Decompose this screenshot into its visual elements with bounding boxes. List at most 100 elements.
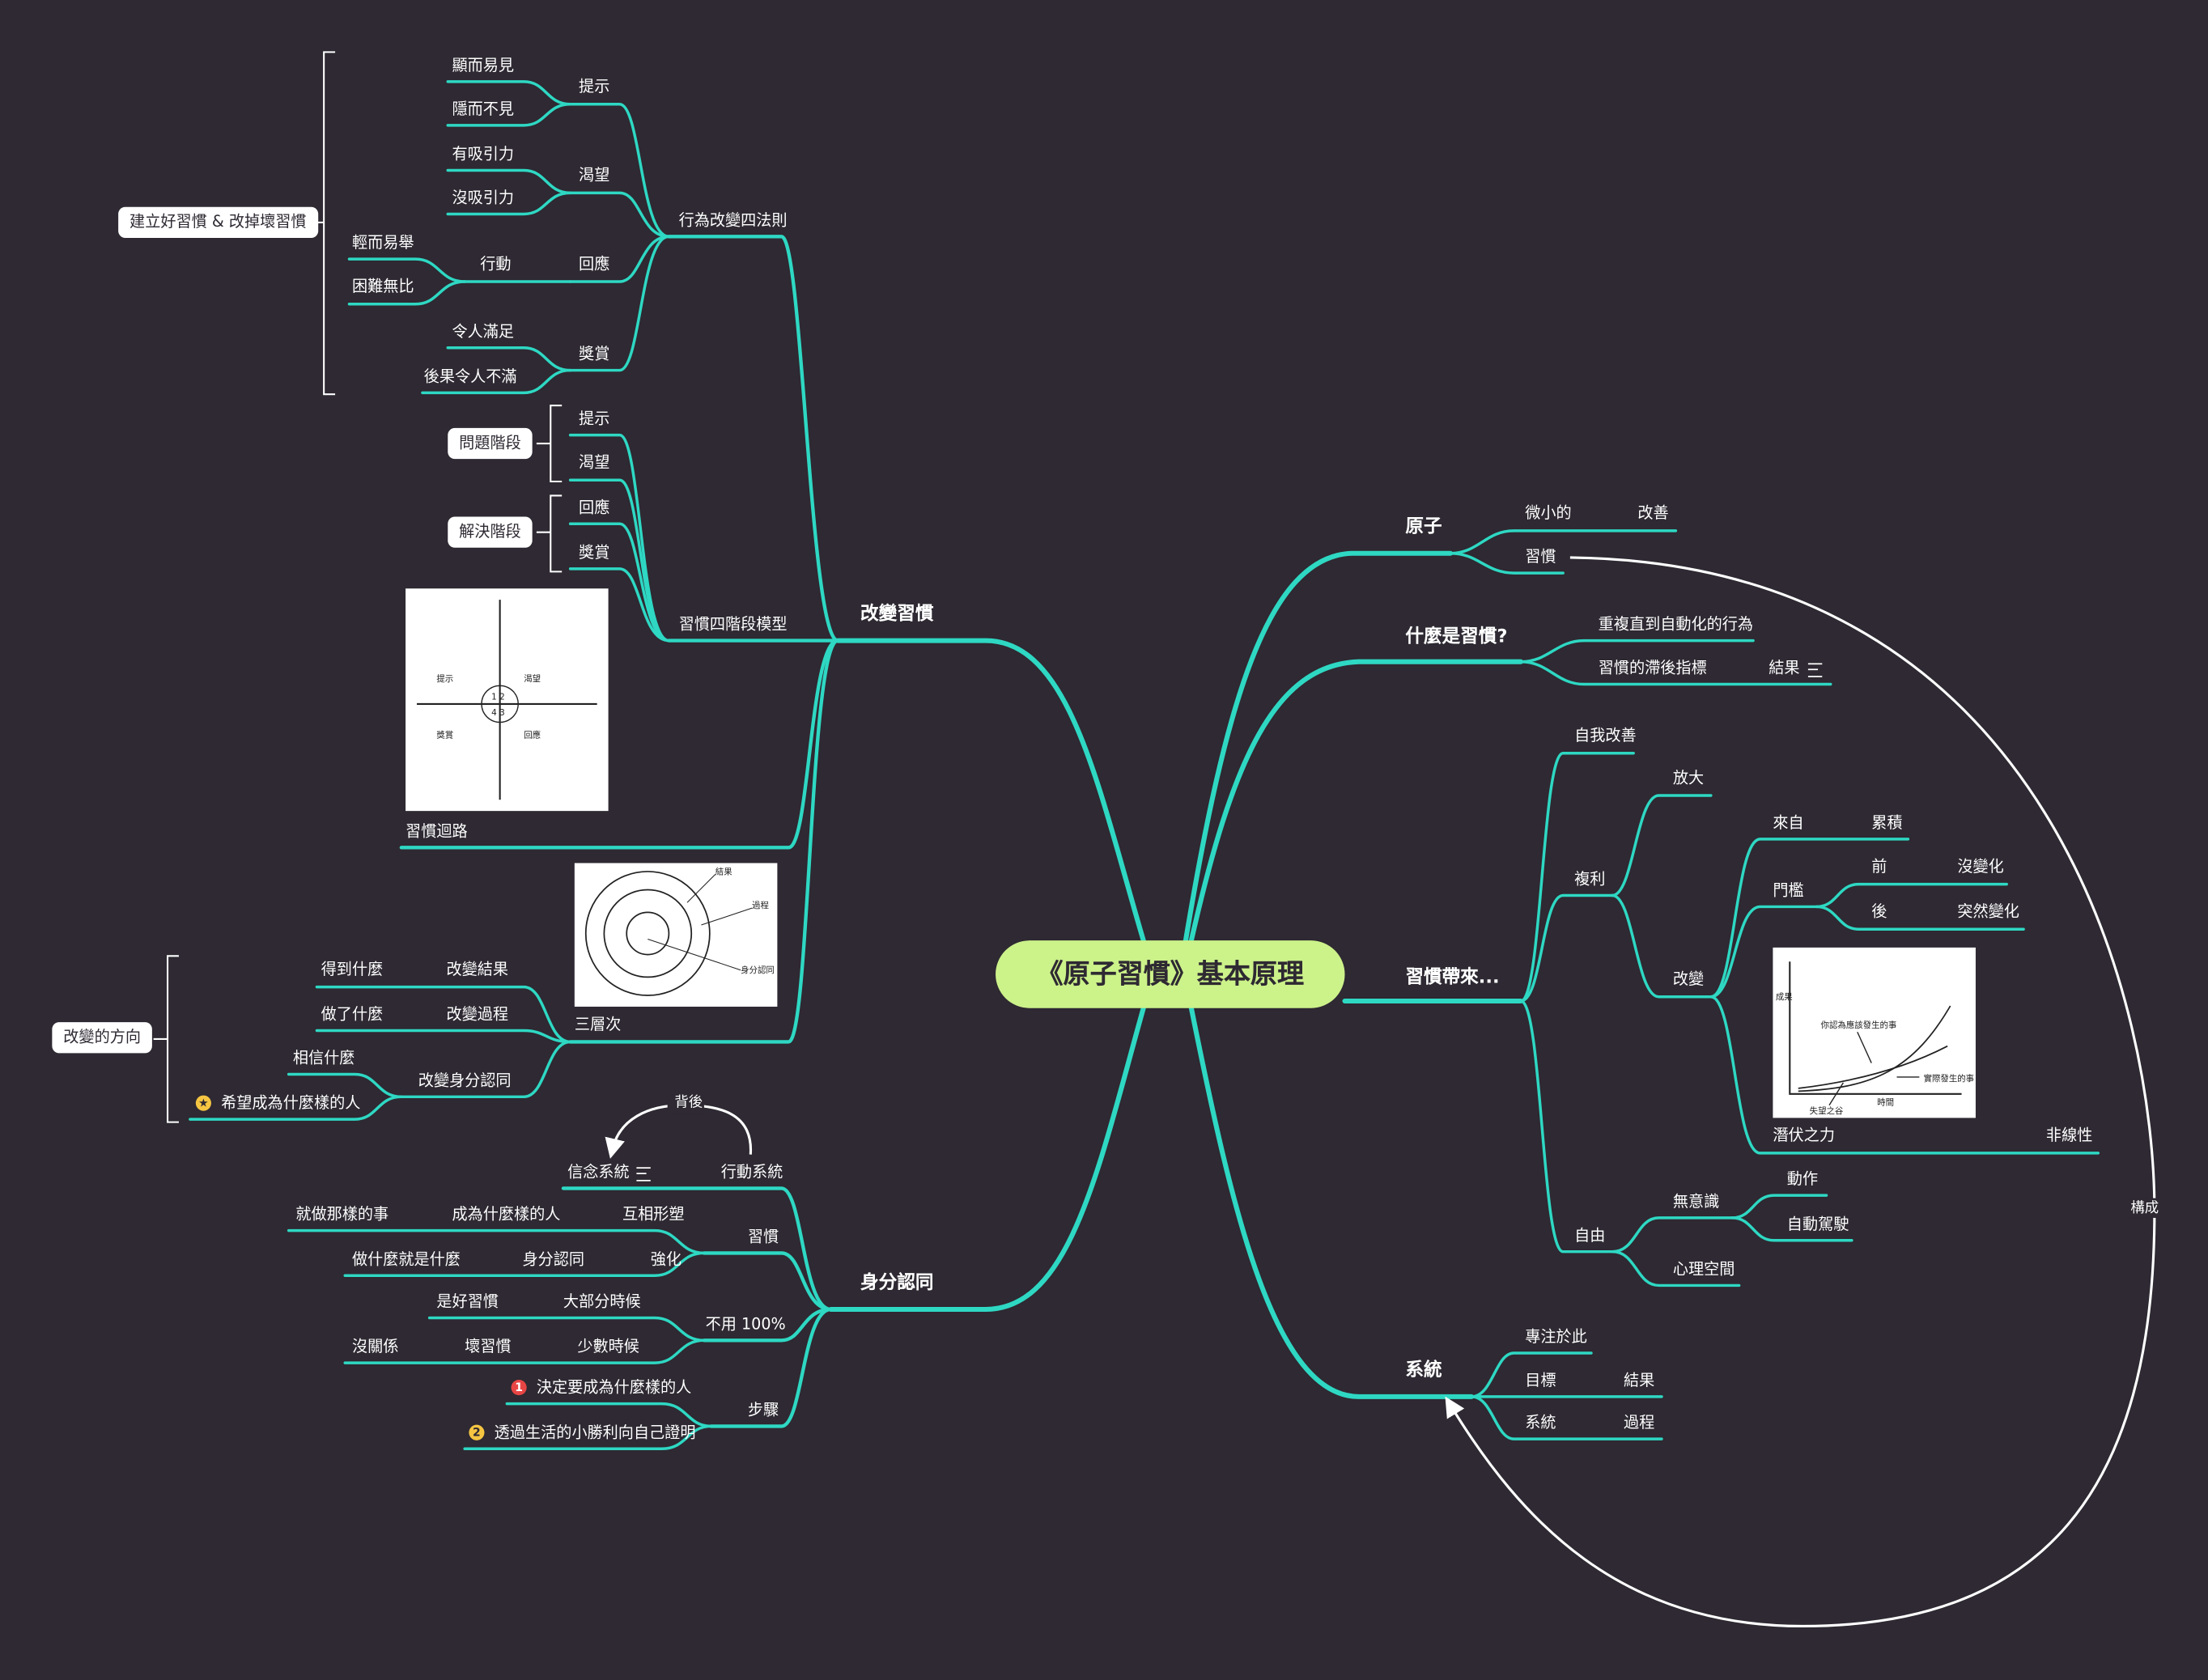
topic-stage-cue[interactable]: 提示 — [579, 409, 610, 428]
topic-get-what[interactable]: 得到什麼 — [321, 960, 384, 979]
topic-lagging-indicator[interactable]: 習慣的滯後指標 — [1598, 659, 1707, 677]
topic-improve[interactable]: 改善 — [1637, 503, 1669, 523]
topic-before[interactable]: 前 — [1871, 857, 1887, 876]
topic-attractive[interactable]: 有吸引力 — [452, 145, 515, 163]
topic-goal-result[interactable]: 結果 — [1623, 1371, 1655, 1390]
note-icon[interactable] — [636, 1167, 651, 1182]
topic-four-stage-model[interactable]: 習慣四階段模型 — [678, 615, 788, 634]
topic-good-habit[interactable]: 是好習慣 — [436, 1292, 499, 1311]
topic-not-100[interactable]: 不用 100% — [705, 1314, 786, 1334]
topic-autopilot[interactable]: 自動駕駛 — [1786, 1215, 1849, 1234]
topic-four-laws[interactable]: 行為改變四法則 — [678, 210, 788, 230]
topic-who-to-become[interactable]: 希望成為什麼樣的人 — [221, 1093, 361, 1113]
topic-from[interactable]: 來自 — [1773, 813, 1804, 833]
topic-after[interactable]: 後 — [1871, 902, 1887, 921]
topic-action-system[interactable]: 行動系統 — [720, 1163, 783, 1182]
topic-action[interactable]: 動作 — [1786, 1169, 1819, 1189]
topic-bad-habit[interactable]: 壞習慣 — [465, 1337, 512, 1356]
topic-cue[interactable]: 提示 — [579, 77, 610, 96]
topic-nonlinear[interactable]: 非線性 — [2045, 1126, 2093, 1145]
topic-process[interactable]: 過程 — [1623, 1413, 1655, 1432]
topic-focus-here[interactable]: 專注於此 — [1525, 1327, 1587, 1347]
topic-result[interactable]: 結果 — [1769, 659, 1800, 677]
topic-do-things[interactable]: 就做那樣的事 — [295, 1205, 389, 1224]
topic-habit-loop[interactable]: 習慣迴路 — [406, 822, 468, 841]
relation-label-behind[interactable]: 背後 — [674, 1095, 703, 1111]
chart-actual: 實際發生的事 — [1924, 1073, 1975, 1084]
topic-reward[interactable]: 獎賞 — [579, 345, 610, 363]
three-layers-image[interactable]: 結果 過程 身分認同 — [574, 863, 778, 1007]
topic-belief-system[interactable]: 信念系統 — [567, 1163, 630, 1182]
topic-unconscious[interactable]: 無意識 — [1672, 1192, 1720, 1211]
topic-unattractive[interactable]: 沒吸引力 — [452, 189, 515, 207]
topic-stage-craving[interactable]: 渴望 — [579, 453, 610, 472]
topic-change-identity[interactable]: 改變身分認同 — [418, 1071, 512, 1090]
topic-what-is-habit[interactable]: 什麼是習慣? — [1405, 626, 1508, 648]
topic-identity-leaf[interactable]: 身分認同 — [522, 1249, 585, 1269]
loop-response: 回應 — [524, 730, 541, 740]
topic-invisible[interactable]: 隱而不見 — [452, 100, 515, 119]
loop-craving: 渴望 — [524, 673, 541, 684]
habit-loop-image[interactable]: 提示 渴望 回應 獎賞 1 2 4 3 — [406, 588, 609, 812]
topic-obvious[interactable]: 顯而易見 — [452, 56, 515, 75]
topic-freedom[interactable]: 自由 — [1574, 1226, 1606, 1245]
topic-habit-definition[interactable]: 重複直到自動化的行為 — [1598, 615, 1754, 634]
summary-solution-phase[interactable]: 解決階段 — [448, 516, 533, 548]
topic-change[interactable]: 改變 — [1672, 969, 1705, 989]
topic-system[interactable]: 系統 — [1405, 1360, 1442, 1381]
topic-atom[interactable]: 原子 — [1405, 516, 1442, 538]
topic-habit-brings[interactable]: 習慣帶來... — [1405, 967, 1500, 989]
topic-no-change[interactable]: 沒變化 — [1957, 857, 2004, 876]
topic-identity-habit[interactable]: 習慣 — [747, 1228, 779, 1246]
plateau-chart-image[interactable]: 成果 時間 你認為應該發生的事 實際發生的事 失望之谷 — [1773, 947, 1976, 1118]
topic-difficult[interactable]: 困難無比 — [351, 277, 414, 296]
topic-change-process[interactable]: 改變過程 — [446, 1005, 509, 1024]
topic-small[interactable]: 微小的 — [1525, 503, 1572, 523]
topic-act[interactable]: 行動 — [480, 254, 512, 274]
topic-satisfying[interactable]: 令人滿足 — [452, 322, 515, 342]
topic-accumulate[interactable]: 累積 — [1871, 813, 1903, 833]
summary-build-break[interactable]: 建立好習慣 & 改掉壞習慣 — [118, 206, 318, 239]
topic-become-person[interactable]: 成為什麼樣的人 — [452, 1205, 561, 1224]
priority-1-icon: 1 — [511, 1380, 527, 1396]
topic-stage-reward[interactable]: 獎賞 — [579, 543, 610, 562]
topic-system-item[interactable]: 系統 — [1525, 1413, 1556, 1432]
topic-self-improvement[interactable]: 自我改善 — [1574, 726, 1637, 745]
topic-step-one[interactable]: 決定要成為什麼樣的人 — [536, 1378, 692, 1397]
topic-steps[interactable]: 步驟 — [747, 1401, 779, 1419]
loop-cue: 提示 — [436, 674, 453, 684]
topic-most-times[interactable]: 大部分時候 — [563, 1292, 641, 1311]
topic-mutual-shaping[interactable]: 互相形塑 — [622, 1205, 685, 1224]
topic-response[interactable]: 回應 — [579, 254, 610, 274]
topic-you-are-what-you-do[interactable]: 做什麼就是什麼 — [351, 1249, 461, 1269]
topic-change-outcome[interactable]: 改變結果 — [446, 960, 509, 979]
relation-label-compose[interactable]: 構成 — [2130, 1201, 2159, 1217]
topic-it-is-fine[interactable]: 沒關係 — [351, 1337, 399, 1356]
topic-few-times[interactable]: 少數時候 — [577, 1337, 639, 1356]
topic-three-layers[interactable]: 三層次 — [574, 1015, 622, 1034]
topic-reinforce[interactable]: 強化 — [650, 1249, 682, 1269]
topic-latent-power[interactable]: 潛伏之力 — [1773, 1126, 1835, 1145]
topic-easy[interactable]: 輕而易舉 — [351, 233, 414, 252]
topic-identity[interactable]: 身分認同 — [860, 1272, 934, 1294]
topic-threshold[interactable]: 門檻 — [1773, 881, 1804, 900]
topic-compound[interactable]: 複利 — [1574, 870, 1606, 889]
topic-do-what[interactable]: 做了什麼 — [321, 1005, 384, 1024]
note-icon[interactable] — [1807, 663, 1823, 677]
topic-change-habit[interactable]: 改變習慣 — [860, 604, 934, 626]
topic-sudden-change[interactable]: 突然變化 — [1957, 902, 2019, 921]
summary-problem-phase[interactable]: 問題階段 — [448, 427, 533, 460]
topic-goal[interactable]: 目標 — [1525, 1371, 1556, 1390]
topic-habit-atom[interactable]: 習慣 — [1525, 547, 1556, 566]
topic-mental-space[interactable]: 心理空間 — [1672, 1260, 1735, 1279]
topic-amplify[interactable]: 放大 — [1672, 768, 1705, 787]
topic-stage-response[interactable]: 回應 — [579, 498, 610, 517]
summary-direction[interactable]: 改變的方向 — [52, 1022, 152, 1054]
star-marker-icon: ★ — [195, 1095, 211, 1111]
topic-believe-what[interactable]: 相信什麼 — [292, 1049, 355, 1067]
topic-step-two[interactable]: 透過生活的小勝利向自己證明 — [494, 1423, 696, 1442]
topic-craving[interactable]: 渴望 — [579, 166, 610, 185]
root-topic[interactable]: 《原子習慣》基本原理 — [996, 940, 1345, 1008]
topic-unsatisfying[interactable]: 後果令人不滿 — [423, 367, 517, 386]
